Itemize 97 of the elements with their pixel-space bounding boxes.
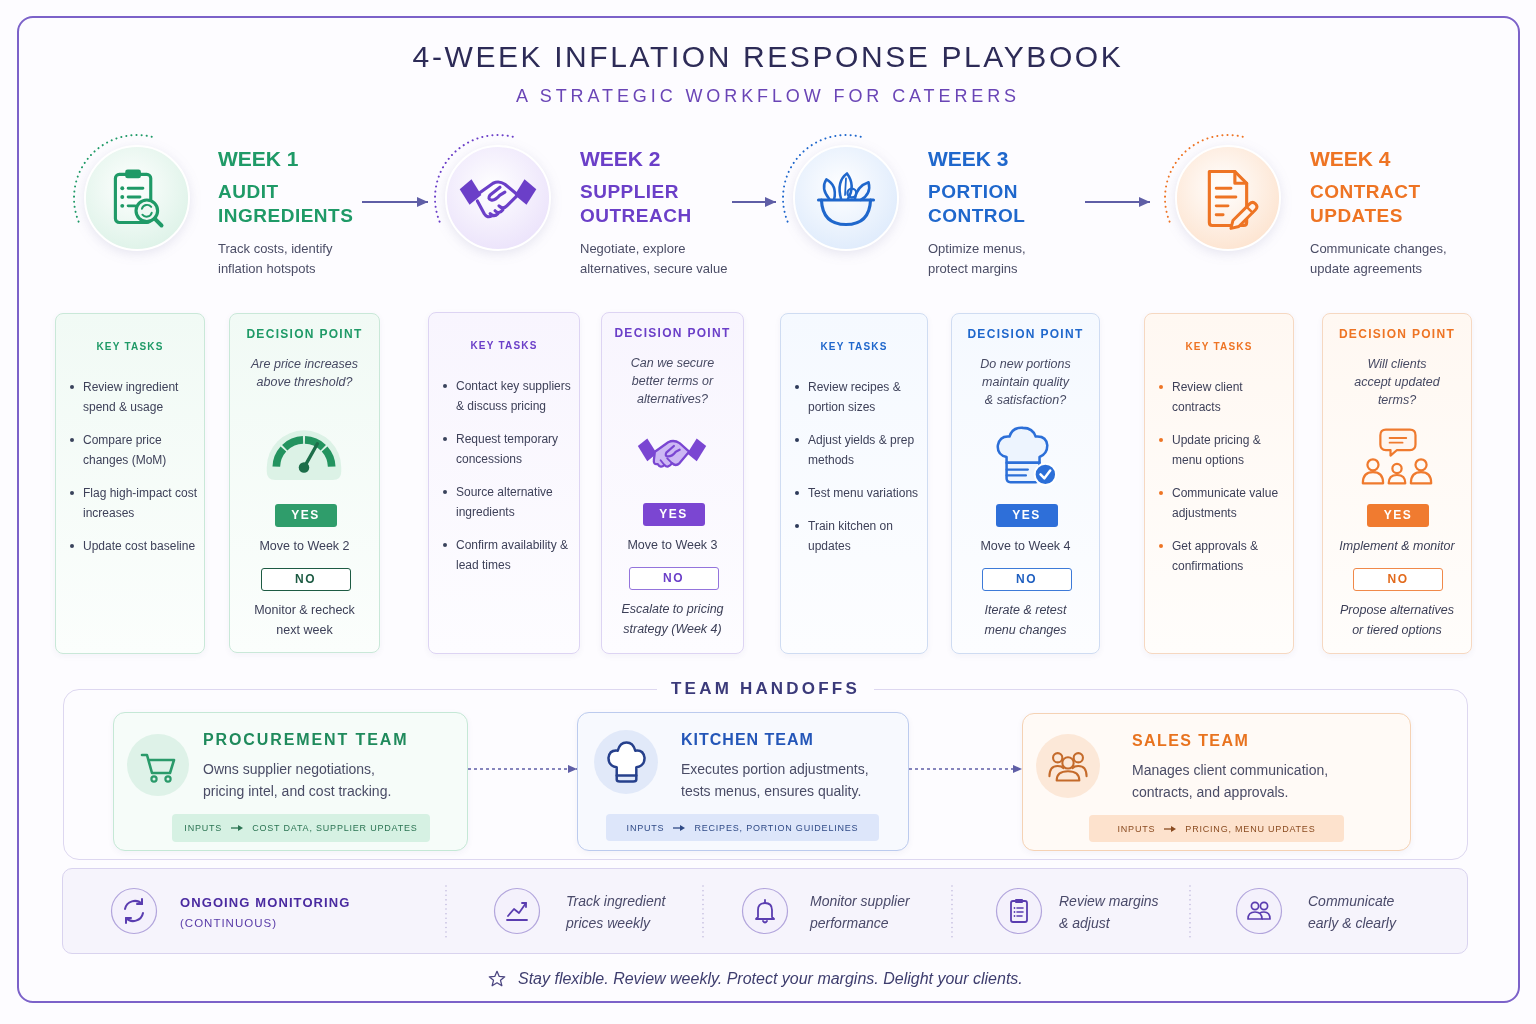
team-title: PROCUREMENT TEAM: [203, 730, 409, 750]
task-item: Train kitchen on updates: [781, 516, 923, 556]
card-heading: KEY TASKS: [1185, 340, 1253, 354]
inputs-pill: [1089, 815, 1344, 842]
dashed-arrow: [467, 764, 578, 774]
decision-card: [601, 312, 744, 654]
monitoring-subtitle: (CONTINUOUS): [180, 916, 277, 931]
task-item: Test menu variations: [781, 483, 919, 503]
task-item: Review recipes & portion sizes: [781, 377, 923, 417]
decision-card: [229, 313, 380, 653]
task-card: [780, 313, 928, 654]
card-heading: KEY TASKS: [820, 340, 888, 354]
arrow: [361, 197, 429, 207]
outcome-text: Move to Week 4: [980, 538, 1071, 555]
outcome-text: Implement & monitor: [1339, 538, 1455, 555]
inputs-value: COST DATA, SUPPLIER UPDATES: [252, 822, 418, 834]
decision-question: Can we secure better terms or alternatives?: [629, 355, 716, 408]
yes-badge: YES: [274, 504, 337, 527]
task-card: [428, 312, 580, 654]
step-description: Negotiate, explore alternatives, secure value: [580, 240, 729, 278]
team-card: [577, 712, 909, 851]
task-item: Flag high-impact cost increases: [56, 483, 200, 523]
inputs-label: INPUTS: [184, 822, 223, 834]
task-item: Source alternative ingredients: [429, 482, 575, 522]
step-label: WEEK 4: [1310, 146, 1391, 172]
outcome-text: Move to Week 3: [627, 537, 718, 554]
step-title: SUPPLIER OUTREACH: [580, 180, 693, 228]
team-card: [1022, 713, 1411, 851]
decision-card: [951, 313, 1100, 654]
team-title: SALES TEAM: [1132, 731, 1250, 751]
no-badge: NO: [1353, 568, 1443, 591]
yes-badge: YES: [995, 504, 1058, 527]
step-label: WEEK 2: [580, 146, 661, 172]
task-item: Update cost baseline: [56, 536, 196, 556]
inputs-label: INPUTS: [1117, 822, 1156, 835]
inputs-pill: [172, 814, 430, 842]
no-badge: NO: [260, 568, 351, 591]
task-item: Update pricing & menu options: [1145, 430, 1289, 470]
yes-badge: YES: [1367, 504, 1429, 527]
step-description: Communicate changes, update agreements: [1310, 240, 1448, 278]
arrow: [1084, 197, 1151, 207]
outcome-text: Escalate to pricing strategy (Week 4): [620, 601, 725, 638]
task-card: [1144, 313, 1294, 654]
inputs-value: PRICING, MENU UPDATES: [1185, 822, 1316, 835]
monitoring-item: Track ingredient prices weekly: [566, 892, 667, 933]
inputs-pill: [606, 814, 879, 841]
decision-question: Will clients accept updated terms?: [1353, 356, 1441, 409]
task-item: Get approvals & confirmations: [1145, 536, 1289, 576]
monitoring-item: Monitor supplier performance: [810, 892, 911, 933]
subtitle: A STRATEGIC WORKFLOW FOR CATERERS: [515, 85, 1021, 107]
outcome-text: Move to Week 2: [259, 538, 350, 555]
monitoring-item: Review margins & adjust: [1059, 892, 1160, 933]
task-item: Review client contracts: [1145, 377, 1289, 417]
decision-card: [1322, 313, 1472, 654]
step-description: Optimize menus, protect margins: [928, 240, 1027, 278]
task-item: Contact key suppliers & discuss pricing: [429, 376, 575, 416]
page-title: 4-WEEK INFLATION RESPONSE PLAYBOOK: [412, 39, 1124, 75]
step-description: Track costs, identify inflation hotspots: [218, 240, 334, 278]
team-description: Owns supplier negotiations, pricing intel, and cost tracking.: [203, 760, 393, 801]
task-item: Adjust yields & prep methods: [781, 430, 923, 470]
caption-text: Stay flexible. Review weekly. Protect your margins. Delight your clients.: [518, 969, 1023, 989]
monitoring-item: Communicate early & clearly: [1308, 892, 1398, 933]
task-item: Request temporary concessions: [429, 429, 575, 469]
no-badge: NO: [628, 567, 719, 590]
yes-badge: YES: [642, 503, 705, 526]
task-item: Review ingredient spend & usage: [56, 377, 200, 417]
card-heading: DECISION POINT: [246, 327, 363, 341]
task-item: Compare price changes (MoM): [56, 430, 200, 470]
outcome-text: Propose alternatives or tiered options: [1339, 602, 1455, 639]
inputs-label: INPUTS: [626, 821, 665, 834]
arrow: [731, 197, 777, 207]
monitoring-title: ONGOING MONITORING: [180, 894, 351, 912]
monitoring-panel: [62, 868, 1468, 954]
task-item: Confirm availability & lead times: [429, 535, 575, 575]
card-heading: KEY TASKS: [470, 339, 538, 353]
dashed-arrow: [908, 764, 1023, 774]
outcome-text: Monitor & recheck next week: [253, 602, 356, 639]
no-badge: NO: [981, 568, 1072, 591]
decision-question: Are price increases above threshold?: [249, 356, 359, 391]
decision-question: Do new portions maintain quality & satisfaction?: [979, 356, 1072, 409]
card-heading: KEY TASKS: [96, 340, 164, 354]
task-card: [55, 313, 205, 654]
card-heading: DECISION POINT: [1338, 327, 1456, 341]
team-description: Manages client communication, contracts, and approvals.: [1132, 761, 1330, 802]
team-title: KITCHEN TEAM: [681, 730, 814, 750]
step-title: AUDIT INGREDIENTS: [218, 180, 355, 228]
step-label: WEEK 1: [218, 146, 299, 172]
step-title: CONTRACT UPDATES: [1310, 180, 1422, 228]
step-label: WEEK 3: [928, 146, 1009, 172]
step-title: PORTION CONTROL: [928, 180, 1027, 228]
team-description: Executes portion adjustments, tests menus, ensures quality.: [681, 760, 870, 801]
card-heading: DECISION POINT: [967, 327, 1084, 341]
inputs-value: RECIPES, PORTION GUIDELINES: [694, 821, 859, 834]
card-heading: DECISION POINT: [614, 326, 731, 340]
outcome-text: Iterate & retest menu changes: [983, 602, 1068, 639]
team-card: [113, 712, 468, 851]
task-item: Communicate value adjustments: [1145, 483, 1289, 523]
